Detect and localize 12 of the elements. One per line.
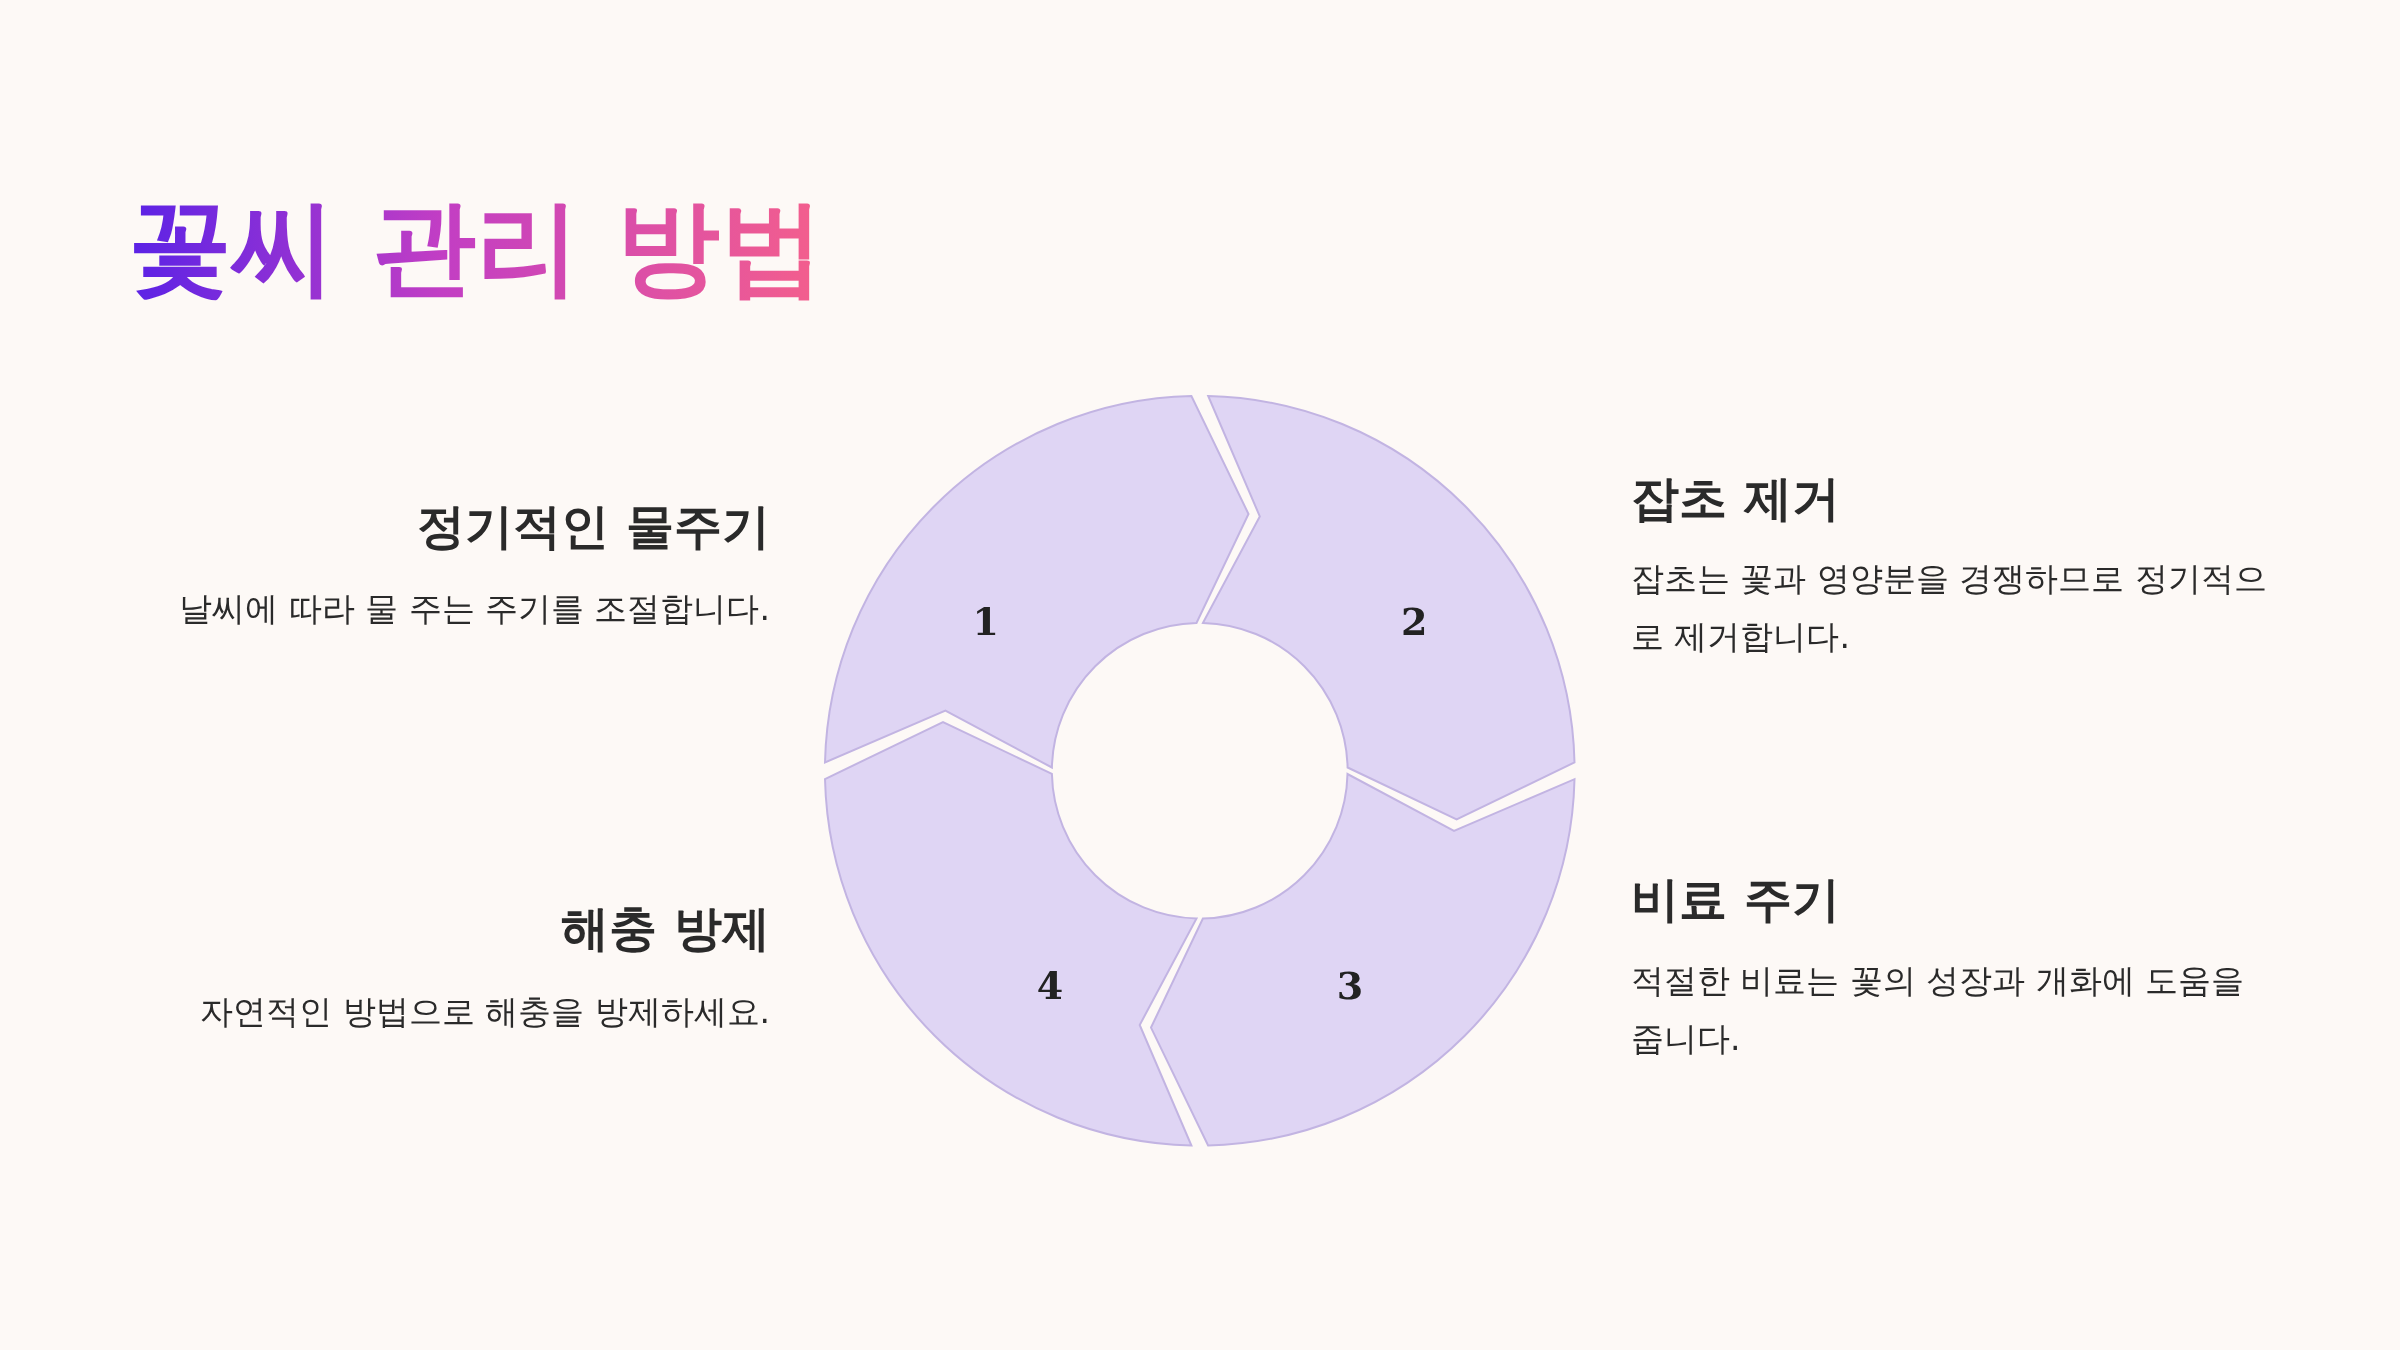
step-description: 날씨에 따라 물 주는 주기를 조절합니다. — [178, 588, 770, 630]
step-description: 적절한 비료는 꽃의 성장과 개화에 도움을 줍니다. — [1631, 960, 2246, 1060]
step-number: 3 — [1336, 962, 1364, 1008]
step-description: 자연적인 방법으로 해충을 방제하세요. — [199, 991, 770, 1033]
step-number: 1 — [972, 598, 999, 644]
step-heading: 잡초 제거 — [1631, 469, 1840, 528]
step-heading: 비료 주기 — [1631, 870, 1840, 929]
step-heading: 정기적인 물주기 — [417, 497, 770, 556]
step-heading: 해충 방제 — [561, 899, 770, 958]
step-description: 잡초는 꽃과 영양분을 경쟁하므로 정기적으로 제거합니다. — [1631, 558, 2268, 658]
step-number: 4 — [1036, 962, 1064, 1008]
step-number: 2 — [1400, 598, 1428, 644]
